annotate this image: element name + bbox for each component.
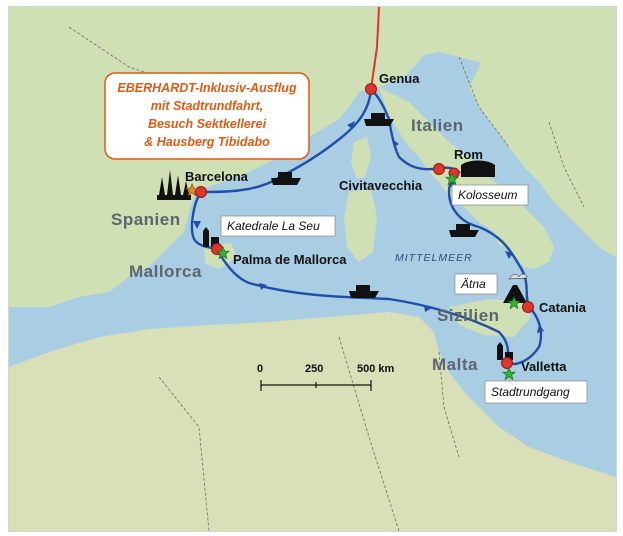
scale-label-0: 0 [257, 363, 263, 375]
scale-bar: 0 250 500 km [257, 363, 395, 391]
sea-label: MITTELMEER [395, 252, 473, 264]
region-mallorca: Mallorca [129, 262, 202, 281]
city-catania: Catania [539, 300, 587, 315]
border-lines [68, 26, 585, 531]
flight-line [370, 7, 380, 90]
callout-line-1: EBERHARDT-Inklusiv-Ausflug [117, 81, 297, 95]
callout-line-3: Besuch Sektkellerei [148, 117, 267, 131]
svg-text:Katedrale La Seu: Katedrale La Seu [227, 219, 320, 233]
svg-text:Ätna: Ätna [460, 277, 486, 291]
kathedrale-icon [203, 227, 219, 247]
city-palma: Palma de Mallorca [233, 252, 347, 267]
land-balkans [469, 47, 616, 257]
star-markers [216, 172, 521, 381]
region-sizilien: Sizilien [437, 306, 500, 325]
valletta-icon [497, 342, 513, 360]
region-malta: Malta [432, 355, 478, 374]
land-italy [379, 87, 554, 269]
volcano-icon [503, 273, 528, 303]
kolosseum-icon [461, 160, 495, 177]
scale-label-500: 500 km [357, 363, 395, 375]
callout-line-4: & Hausberg Tibidabo [144, 135, 270, 149]
poi-stadtrundgang: Stadtrundgang [484, 380, 588, 404]
poi-katedrale: Katedrale La Seu [220, 215, 336, 237]
map[interactable]: EBERHARDT-Inklusiv-Ausflug mit Stadtrund… [8, 6, 617, 532]
ship-icon [271, 113, 479, 298]
excursion-callout: EBERHARDT-Inklusiv-Ausflug mit Stadtrund… [104, 72, 310, 160]
svg-text:Kolosseum: Kolosseum [458, 188, 517, 202]
city-valletta: Valletta [521, 359, 567, 374]
star-orange-icon [185, 183, 199, 197]
poi-aetna: Ätna [454, 273, 498, 295]
city-civitavecchia: Civitavecchia [339, 178, 423, 193]
city-rom: Rom [454, 147, 483, 162]
sagrada-familia-icon [157, 170, 191, 200]
land-africa [9, 312, 616, 531]
callout-line-2: mit Stadtrundfahrt, [151, 99, 264, 113]
scale-label-250: 250 [305, 363, 323, 375]
city-genua: Genua [379, 71, 420, 86]
region-spanien: Spanien [111, 210, 181, 229]
city-barcelona: Barcelona [185, 169, 249, 184]
island-corsica [351, 137, 371, 179]
route-arrows [193, 121, 544, 333]
region-italien: Italien [411, 116, 464, 135]
svg-text:Stadtrundgang: Stadtrundgang [491, 385, 570, 399]
poi-kolosseum: Kolosseum [451, 184, 529, 206]
island-sardinia [344, 189, 377, 262]
